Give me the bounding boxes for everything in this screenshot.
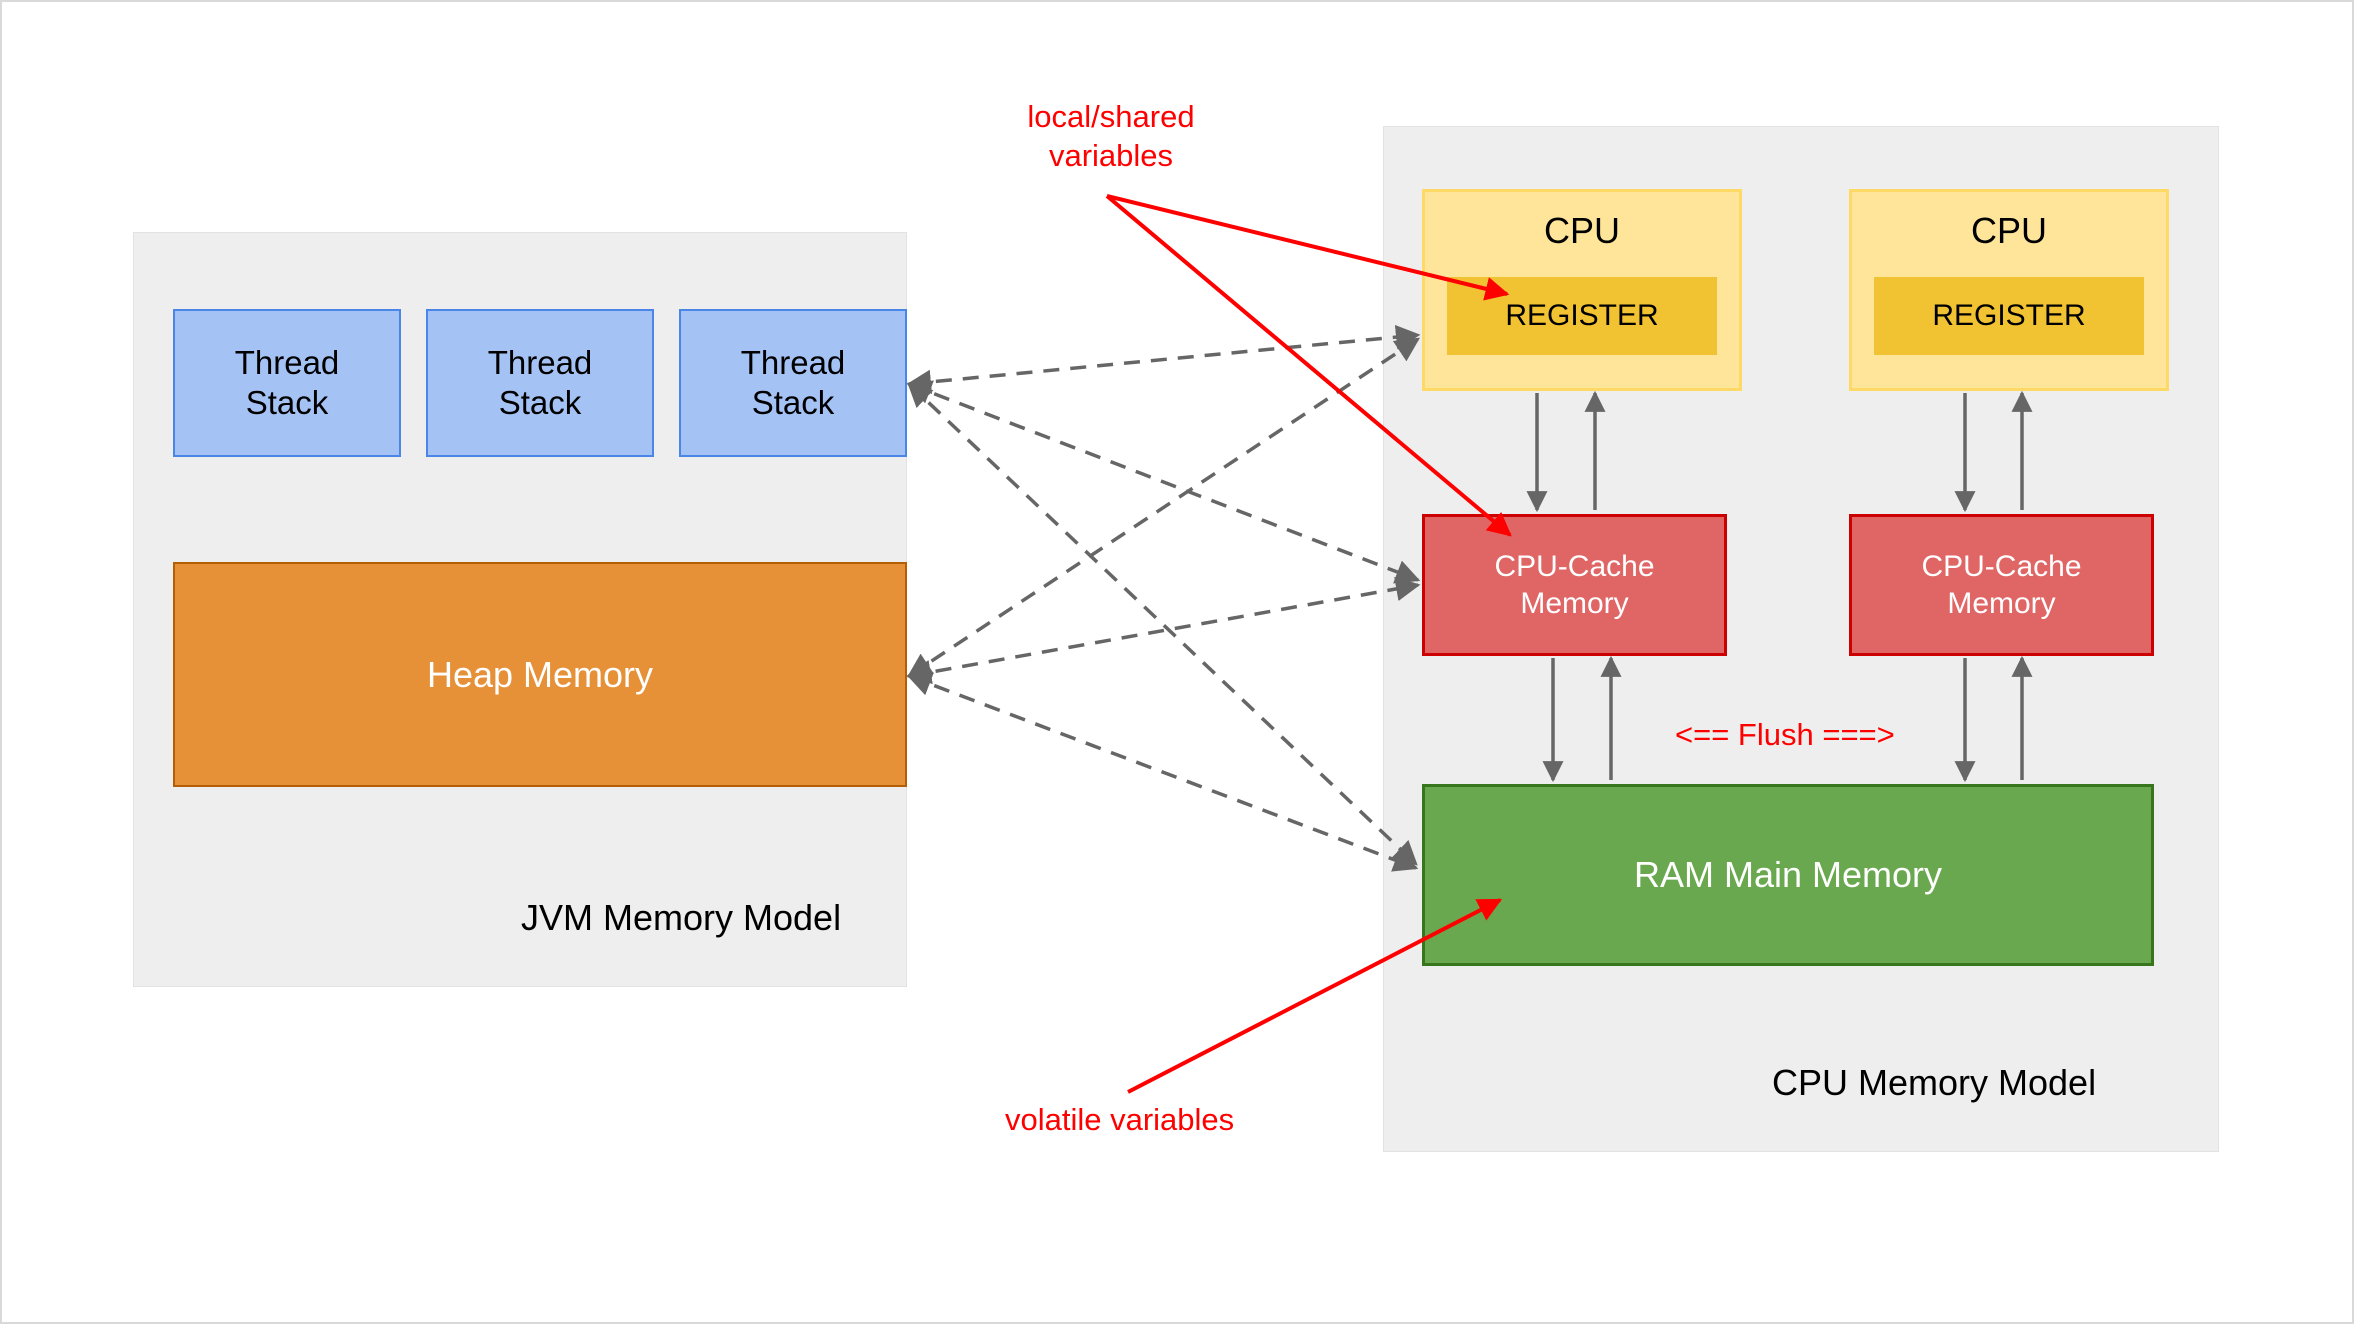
cpu-cache-line-1a: CPU-Cache	[1494, 549, 1655, 583]
local-shared-line1: local/shared	[1027, 99, 1195, 134]
thread-stack-label-3: Thread Stack	[741, 343, 846, 422]
thread-stack-box-3[interactable]: Thread Stack	[679, 309, 907, 457]
connector-thread-cache	[906, 380, 1421, 584]
thread-stack-line-3a: Thread	[740, 344, 846, 382]
register-box-1[interactable]: REGISTER	[1447, 277, 1717, 355]
register-box-2[interactable]: REGISTER	[1874, 277, 2144, 355]
thread-stack-line-2b: Stack	[498, 384, 582, 421]
heap-memory-box[interactable]: Heap Memory	[173, 562, 907, 787]
cpu-cache-label-1: CPU-Cache Memory	[1494, 548, 1654, 623]
cpu-memory-model-title: CPU Memory Model	[1772, 1062, 2097, 1103]
local-shared-line2: variables	[1048, 137, 1174, 173]
volatile-variables-annotation: volatile variables	[1005, 1102, 1235, 1137]
cpu-cache-memory-box-2[interactable]: CPU-Cache Memory	[1849, 514, 2154, 656]
ram-main-memory-label: RAM Main Memory	[1633, 854, 1943, 895]
cpu-box-2[interactable]: CPU REGISTER	[1849, 189, 2169, 391]
thread-stack-line-1a: Thread	[234, 344, 340, 382]
cpu-cache-line-2a: CPU-Cache	[1921, 549, 2082, 583]
thread-stack-label-1: Thread Stack Thread Stack	[235, 343, 340, 422]
thread-stack-line-1b: Stack	[245, 384, 329, 421]
connector-thread-ram	[907, 382, 1418, 866]
cpu-cache-memory-box-1[interactable]: CPU-Cache Memory	[1422, 514, 1727, 656]
thread-stack-box-1[interactable]: Thread Stack Thread Stack	[173, 309, 401, 457]
cpu-label-1: CPU	[1543, 210, 1620, 251]
connector-heap-ram	[906, 672, 1419, 872]
cpu-cache-line-2b: Memory	[1947, 587, 2056, 620]
thread-stack-line-2a: Thread	[487, 344, 593, 382]
local-shared-variables-annotation: local/shared variables	[1016, 98, 1206, 176]
heap-memory-label: Heap Memory	[426, 653, 654, 695]
ram-main-memory-box[interactable]: RAM Main Memory	[1422, 784, 2154, 966]
cpu-cache-label-2: CPU-Cache Memory	[1921, 548, 2081, 623]
flush-label: <== Flush ===>	[1675, 717, 1895, 752]
connector-thread-register	[906, 324, 1421, 395]
cpu-label-2: CPU	[1970, 210, 2047, 251]
jvm-memory-model-title: JVM Memory Model	[521, 897, 842, 938]
register-label-1: REGISTER	[1505, 299, 1659, 332]
register-label-2: REGISTER	[1932, 299, 2086, 332]
cpu-cache-line-1b: Memory	[1520, 587, 1629, 620]
cpu-box-1[interactable]: CPU REGISTER	[1422, 189, 1742, 391]
connector-heap-cache	[906, 576, 1421, 685]
connector-heap-register	[906, 337, 1421, 678]
thread-stack-line-3b: Stack	[751, 384, 835, 421]
thread-stack-box-2[interactable]: Thread Stack	[426, 309, 654, 457]
thread-stack-label-2: Thread Stack	[488, 343, 593, 422]
